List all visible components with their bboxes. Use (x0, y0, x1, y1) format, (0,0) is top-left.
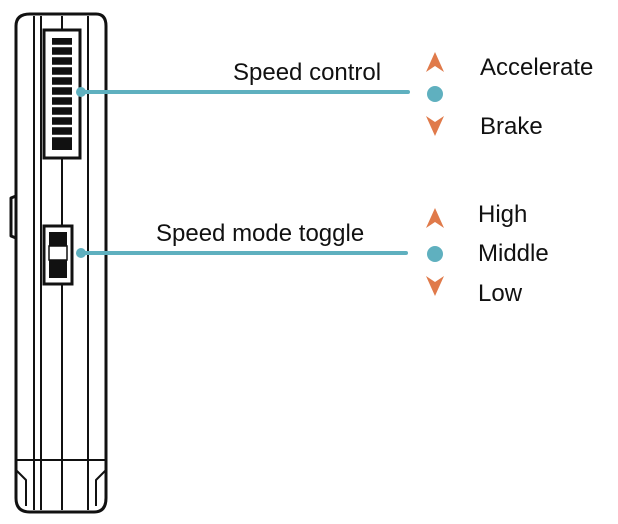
speed-mode-option-high: High (478, 201, 528, 228)
speed-control-label: Speed control (233, 59, 382, 86)
speed-control-option-accelerate: Accelerate (480, 54, 594, 81)
dot-icon (427, 246, 443, 262)
device-side-button (9, 194, 17, 240)
speed-mode-option-middle: Middle (478, 240, 549, 267)
device-bottom-right-notch (95, 469, 107, 506)
up-arrow-icon (426, 208, 444, 228)
device-bottom-left-notch (15, 469, 27, 506)
device-body-outline (14, 12, 108, 514)
speed-mode-toggle-label: Speed mode toggle (156, 220, 365, 247)
speed-mode-leader-line (80, 251, 408, 255)
down-arrow-icon (426, 116, 444, 136)
speed-control-wheel[interactable] (42, 28, 82, 160)
speed-mode-toggle-switch[interactable] (42, 224, 74, 286)
speed-control-leader-line (80, 90, 410, 94)
up-arrow-icon (426, 52, 444, 72)
speed-mode-option-low: Low (478, 280, 523, 307)
dot-icon (427, 86, 443, 102)
speed-control-option-brake: Brake (480, 113, 543, 140)
down-arrow-icon (426, 276, 444, 296)
